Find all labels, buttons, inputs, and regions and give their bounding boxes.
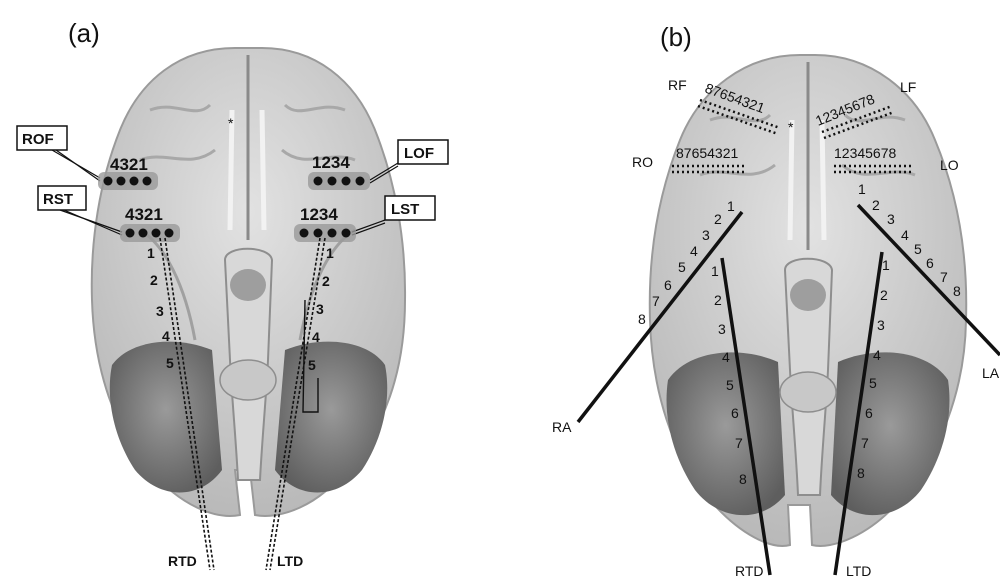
la-contact-number: 2: [872, 197, 880, 213]
rtd-contact-number: 2: [714, 292, 722, 308]
la-contact-number: 6: [926, 255, 934, 271]
lf-label: LF: [900, 79, 916, 95]
la-contact-number: 8: [953, 283, 961, 299]
rtd-label: RTD: [735, 563, 764, 579]
rtd-contact-number: 8: [739, 471, 747, 487]
lst-label: LST: [391, 201, 419, 218]
la-contact-number: 3: [887, 211, 895, 227]
rtd-contact-number: 7: [735, 435, 743, 451]
ltd-contact-number: 2: [880, 287, 888, 303]
rf-label: RF: [668, 77, 687, 93]
ltd-contact-number: 3: [877, 317, 885, 333]
rtd-contact-number: 4: [162, 328, 170, 344]
panel-a-brain: *: [92, 48, 405, 516]
panel-b-brain: *: [650, 55, 966, 546]
panel-a: (a) * ROF 4321: [17, 18, 448, 570]
ltd-label: LTD: [846, 563, 871, 579]
lof-electrode-numbers: 1234: [312, 153, 350, 172]
rtd-contact-number: 3: [718, 321, 726, 337]
ltd-contact-number: 7: [861, 435, 869, 451]
panel-a-label: (a): [68, 18, 100, 48]
ltd-contact-number: 8: [857, 465, 865, 481]
ltd-label: LTD: [277, 553, 303, 569]
rtd-contact-number: 6: [731, 405, 739, 421]
rtd-contact-number: 2: [150, 272, 158, 288]
ra-contact-number: 5: [678, 259, 686, 275]
rof-label: ROF: [22, 131, 54, 148]
ltd-contact-number: 3: [316, 301, 324, 317]
panel-b-label: (b): [660, 22, 692, 52]
rtd-contact-number: 1: [147, 245, 155, 261]
ra-contact-number: 1: [727, 198, 735, 214]
rtd-label: RTD: [168, 553, 197, 569]
ra-contact-number: 3: [702, 227, 710, 243]
ro-electrode-numbers: 87654321: [676, 145, 739, 161]
ra-label: RA: [552, 419, 572, 435]
rtd-contact-number: 5: [726, 377, 734, 393]
la-contact-number: 4: [901, 227, 909, 243]
ltd-contact-number: 6: [865, 405, 873, 421]
ltd-contact-number: 2: [322, 273, 330, 289]
rtd-contact-number: 4: [722, 349, 730, 365]
panel-b: (b) * RF 87654321 LF 12345678 R: [552, 22, 1000, 579]
lo-electrode-numbers: 12345678: [834, 145, 897, 161]
ltd-contact-number: 1: [326, 245, 334, 261]
la-contact-number: 1: [858, 181, 866, 197]
ra-contact-number: 7: [652, 293, 660, 309]
rtd-contact-number: 3: [156, 303, 164, 319]
la-label: LA: [982, 365, 1000, 381]
ra-contact-number: 6: [664, 277, 672, 293]
rst-label: RST: [43, 191, 73, 208]
ra-contact-number: 8: [638, 311, 646, 327]
svg-text:*: *: [788, 119, 794, 135]
rtd-contact-number: 5: [166, 355, 174, 371]
rst-electrode-numbers: 4321: [125, 205, 163, 224]
ra-contact-number: 2: [714, 211, 722, 227]
svg-text:*: *: [228, 115, 234, 131]
ltd-contact-number: 5: [308, 357, 316, 373]
la-contact-number: 5: [914, 241, 922, 257]
ltd-contact-number: 5: [869, 375, 877, 391]
lof-label: LOF: [404, 145, 434, 162]
lst-electrode-numbers: 1234: [300, 205, 338, 224]
rof-electrode-numbers: 4321: [110, 155, 148, 174]
ltd-contact-number: 1: [882, 257, 890, 273]
la-contact-number: 7: [940, 269, 948, 285]
ltd-contact-number: 4: [873, 347, 881, 363]
rtd-contact-number: 1: [711, 263, 719, 279]
lo-label: LO: [940, 157, 959, 173]
ra-contact-number: 4: [690, 243, 698, 259]
ltd-contact-number: 4: [312, 329, 320, 345]
ro-label: RO: [632, 154, 653, 170]
